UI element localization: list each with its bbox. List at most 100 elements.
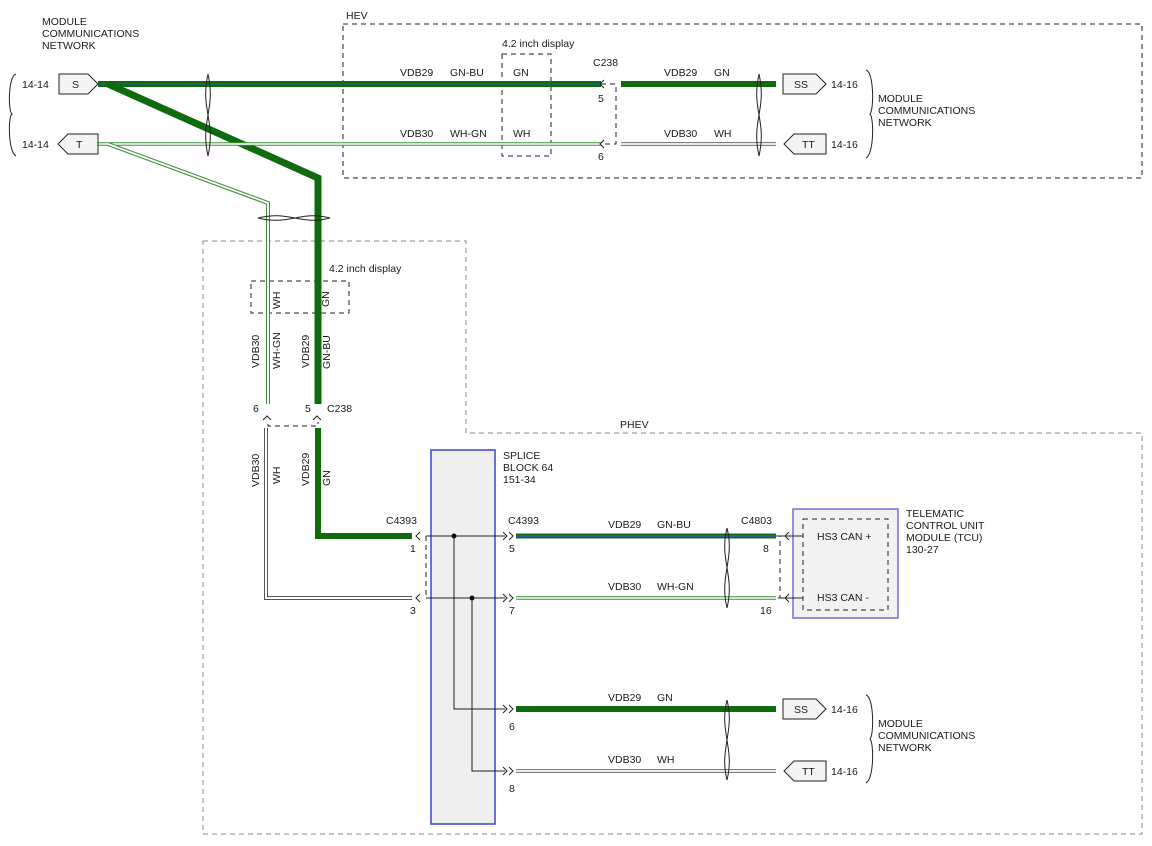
tcu-pin8: 8: [763, 543, 769, 555]
c238-mid-housing: [267, 422, 319, 427]
label-top-vdb29: VDB29: [400, 67, 433, 79]
tcu-label-1: TELEMATIC: [906, 508, 965, 520]
tcu-body: [792, 508, 899, 619]
connector-ss-bottom: SS: [794, 704, 808, 716]
splice-node-2: [469, 595, 475, 601]
label-top-gnbu: GN-BU: [450, 67, 484, 79]
mcn-left-2: COMMUNICATIONS: [42, 28, 139, 40]
tcu-module: HS3 CAN + HS3 CAN - C4803 8 16 TELEMATIC…: [741, 508, 985, 619]
label-bot-vdb30: VDB30: [608, 754, 641, 766]
label-mid-vdb29: VDB29: [300, 335, 312, 368]
connector-tt-bottom-shape: [783, 760, 827, 782]
label-mid-gn-disp: GN: [320, 291, 332, 307]
vertical-wire-labels: WH GN VDB30 WH-GN VDB29 GN-BU VDB30 WH V…: [250, 291, 333, 487]
c4393-left-label: C4393: [386, 515, 417, 527]
wire-vdb29-to-c4393: [315, 428, 412, 539]
connector-s-ref: 14-14: [22, 79, 49, 91]
c4393-right-label: C4393: [508, 515, 539, 527]
connector-s: S: [72, 79, 79, 91]
hev-region: [342, 23, 1143, 179]
c4393-left-arrow-1: [415, 531, 421, 541]
c238-top-housing: [601, 83, 617, 145]
vdb29-wires: [98, 80, 776, 712]
splice-arrow-7: [502, 593, 508, 603]
display-top-label: 4.2 inch display: [502, 38, 575, 50]
tcu-pin16: 16: [760, 605, 772, 617]
horizontal-wire-labels: VDB29 GN-BU GN VDB29 GN VDB30 WH-GN WH V…: [400, 67, 732, 766]
label-mid-wh-disp: WH: [271, 292, 283, 310]
left-brace: [8, 73, 17, 157]
mcn-right-top-2: COMMUNICATIONS: [878, 105, 975, 117]
c4393-left-arrow-3: [415, 593, 421, 603]
label-top-gn-r: GN: [714, 67, 730, 79]
mcn-right-top-3: NETWORK: [878, 117, 932, 129]
tcu-inner: [802, 518, 889, 611]
mcn-left-3: NETWORK: [42, 40, 96, 52]
c238-top-label: C238: [593, 57, 618, 69]
splice-arrow-8: [502, 766, 508, 776]
right-top-brace: [865, 69, 874, 159]
c4803-arrow-8: [784, 531, 790, 541]
splice-arrow-6: [502, 704, 508, 714]
label-tcu-vdb29: VDB29: [608, 519, 641, 531]
twist-tcu: [724, 527, 730, 609]
c4803-housing: [776, 535, 781, 599]
tcu-label-4: 130-27: [906, 544, 939, 556]
connector-tt-bottom: TT: [802, 766, 815, 778]
label-bot-wh: WH: [657, 754, 675, 766]
display-box-top: [501, 53, 552, 157]
connector-tt-top-ref: 14-16: [831, 139, 858, 151]
connector-s-shape: [58, 73, 99, 95]
connector-t: T: [76, 139, 83, 151]
c238-mid-pin6: 6: [253, 403, 259, 415]
label-top-vdb30: VDB30: [400, 128, 433, 140]
wire-vdb30-diag-core: [107, 143, 269, 404]
twisted-pair-markers: [205, 73, 762, 781]
right-bottom-connectors: SS 14-16 TT 14-16 MODULE COMMUNICATIONS …: [782, 694, 975, 784]
display-box-mid: [250, 280, 350, 314]
splice-pin6: 6: [509, 721, 515, 733]
splice-arrow-7b: [508, 593, 514, 603]
c238-mid-label: C238: [327, 403, 352, 415]
c238-top-pin5: 5: [598, 93, 604, 105]
c4803-label: C4803: [741, 515, 772, 527]
c4393-left-connector: C4393 1 3: [386, 515, 427, 617]
wire-vdb30-diag: [107, 142, 270, 404]
c238-mid-arrow-5: [312, 415, 322, 421]
label-top-wh-r: WH: [714, 128, 732, 140]
label-low-vdb29: VDB29: [300, 453, 312, 486]
c238-top-arrow-5: [599, 79, 605, 89]
c238-top-arrow-6: [599, 139, 605, 149]
tcu-label-2: CONTROL UNIT: [906, 520, 985, 532]
splice-arrow-5b: [508, 531, 514, 541]
label-top-vdb30-r: VDB30: [664, 128, 697, 140]
label-bot-vdb29: VDB29: [608, 692, 641, 704]
mcn-left-1: MODULE: [42, 16, 87, 28]
label-mid-whgn: WH-GN: [271, 332, 283, 369]
connector-ss-top-shape: [782, 73, 827, 95]
label-top-gn-disp: GN: [513, 67, 529, 79]
label-low-wh: WH: [271, 467, 283, 485]
connector-ss-bottom-shape: [782, 698, 827, 720]
label-mid-vdb30: VDB30: [250, 335, 262, 368]
twist-top-right: [756, 73, 762, 157]
twist-vertical: [257, 215, 331, 221]
label-tcu-whgn: WH-GN: [657, 581, 694, 593]
label-tcu-vdb30: VDB30: [608, 581, 641, 593]
left-connectors: S 14-14 T 14-14 MODULE COMMUNICATIONS NE…: [8, 16, 139, 157]
label-top-vdb29-r: VDB29: [664, 67, 697, 79]
label-top-whgn: WH-GN: [450, 128, 487, 140]
c238-top-pin6: 6: [598, 151, 604, 163]
splice-label-3: 151-34: [503, 474, 536, 486]
twist-left: [205, 73, 211, 157]
label-mid-gnbu: GN-BU: [321, 335, 333, 369]
splice-label-2: BLOCK 64: [503, 462, 553, 474]
c238-mid-connector: C238 6 5: [253, 403, 352, 427]
splice-branch-gn: [453, 536, 505, 710]
mcn-right-bottom-2: COMMUNICATIONS: [878, 730, 975, 742]
splice-block-64: SPLICE BLOCK 64 151-34 C4393 5 7 6 8: [426, 449, 553, 825]
splice-node-1: [451, 533, 457, 539]
label-top-wh-disp: WH: [513, 128, 531, 140]
c4393-pin3: 3: [410, 605, 416, 617]
